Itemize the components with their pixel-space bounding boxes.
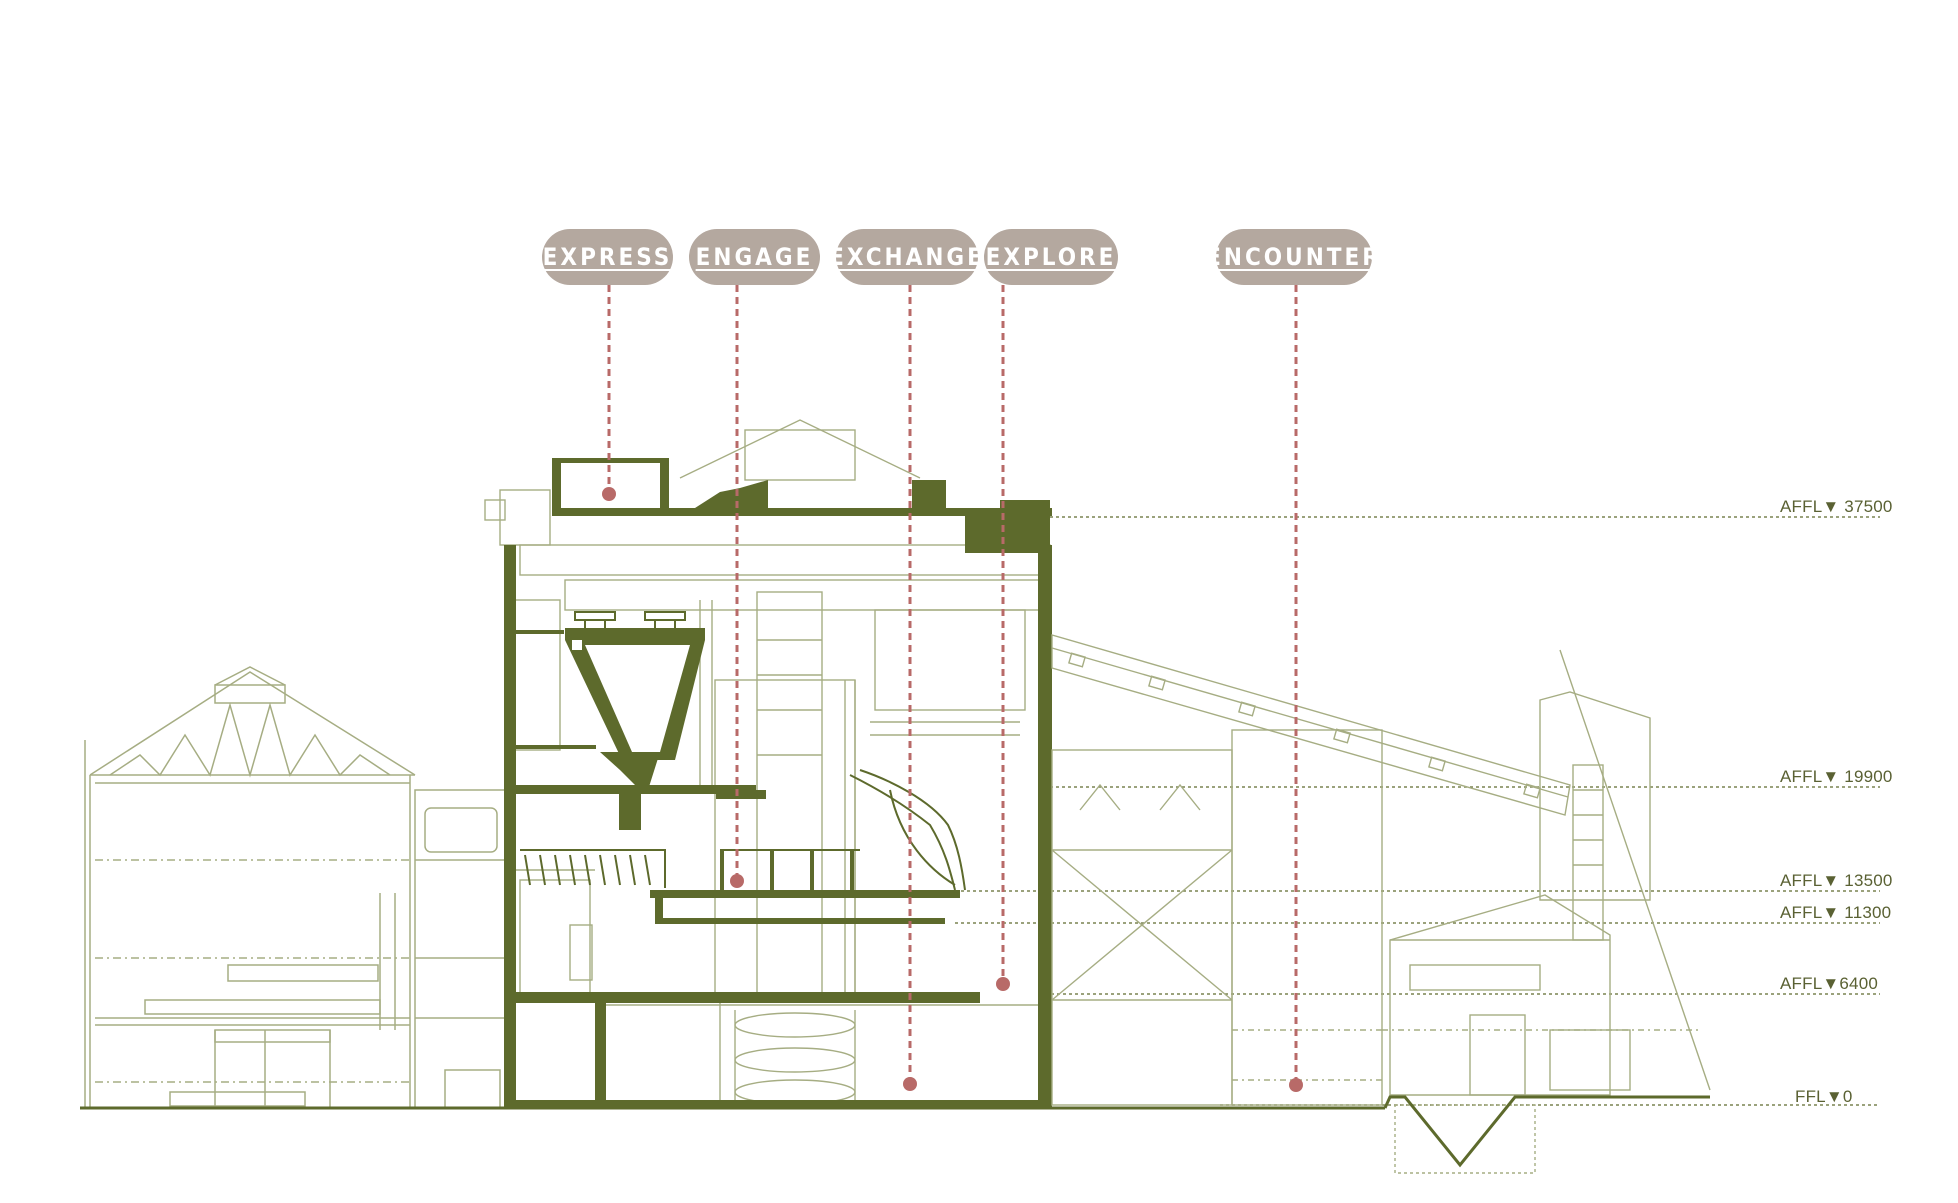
exchange-tag[interactable]: EXCHANGE bbox=[829, 229, 982, 285]
right-industrial-structures bbox=[1051, 634, 1711, 1174]
ground-line bbox=[80, 1095, 1710, 1168]
leader-dots bbox=[602, 487, 1303, 1092]
explore-tag[interactable]: EXPLORE bbox=[984, 229, 1118, 285]
level-label-37500: AFFL▼ 37500 bbox=[1780, 497, 1893, 516]
encounter-tag[interactable]: ENCOUNTER bbox=[1206, 229, 1379, 285]
level-label-19900: AFFL▼ 19900 bbox=[1780, 767, 1893, 786]
leader-lines bbox=[607, 285, 1298, 1085]
engage-tag[interactable]: ENGAGE bbox=[689, 229, 820, 285]
left-low-building bbox=[84, 666, 506, 1109]
marker-exchange bbox=[903, 1077, 917, 1091]
marker-explore bbox=[996, 977, 1010, 991]
express-tag[interactable]: EXPRESS bbox=[542, 229, 673, 285]
main-building bbox=[484, 419, 1052, 1108]
level-label-6400: AFFL▼6400 bbox=[1780, 974, 1879, 993]
level-label-13500: AFFL▼ 13500 bbox=[1780, 871, 1893, 890]
marker-engage bbox=[730, 874, 744, 888]
marker-express bbox=[602, 487, 616, 501]
level-label-0: FFL▼0 bbox=[1795, 1087, 1853, 1106]
level-lines bbox=[955, 516, 1880, 1106]
level-label-11300: AFFL▼ 11300 bbox=[1780, 903, 1892, 922]
marker-encounter bbox=[1289, 1078, 1303, 1092]
